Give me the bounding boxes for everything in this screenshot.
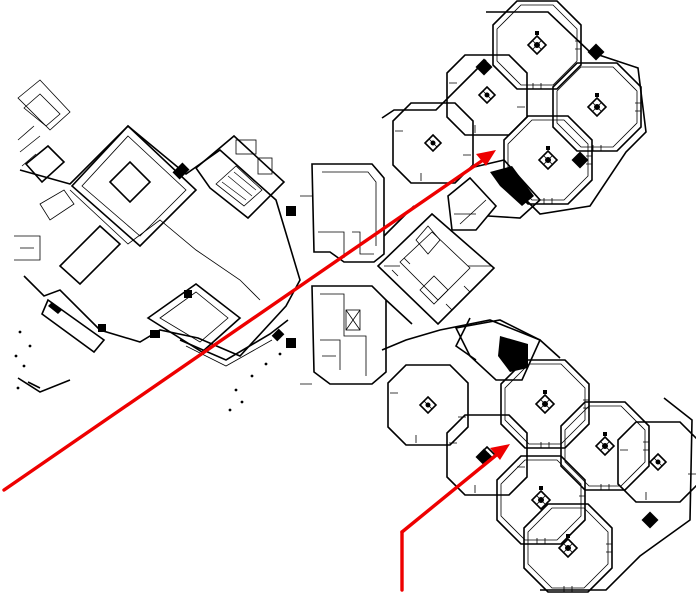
main-building bbox=[14, 79, 301, 412]
arrow-to-lower-pods-diagonal bbox=[400, 450, 502, 534]
lower-pod-cluster bbox=[381, 317, 696, 593]
upper-pod-cluster bbox=[381, 0, 647, 231]
arrowhead-upper-icon bbox=[476, 150, 496, 166]
connector-hub bbox=[286, 163, 496, 385]
annotation-arrows bbox=[2, 150, 510, 592]
arrowhead-lower-icon bbox=[490, 444, 510, 460]
arrow-to-upper-pods bbox=[2, 156, 488, 492]
